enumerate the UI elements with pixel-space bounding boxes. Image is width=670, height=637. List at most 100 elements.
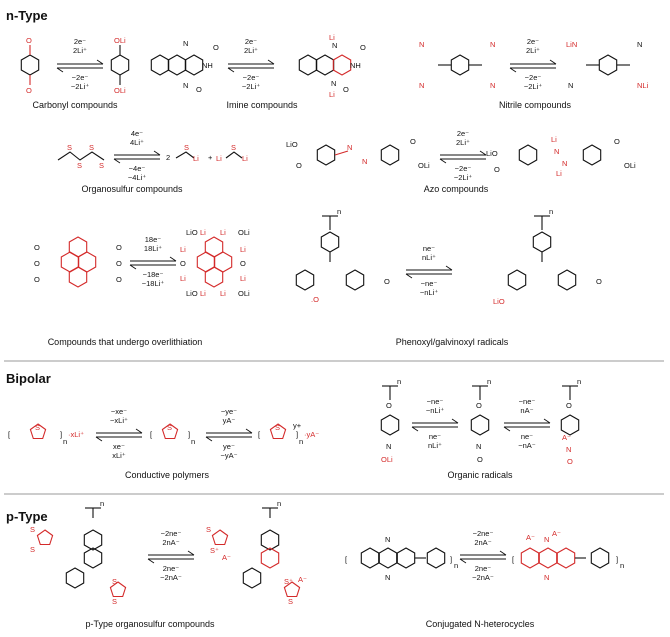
svg-text:2: 2 <box>166 153 170 162</box>
svg-text:n: n <box>63 437 67 446</box>
svg-text:Li: Li <box>551 135 557 144</box>
organosulfur-tetrasulfide: S S S S <box>57 143 105 170</box>
svg-text:−nLi⁺: −nLi⁺ <box>426 406 444 415</box>
heterocycle-arrow: −2ne⁻ 2nA⁻ 2ne⁻ −2nA⁻ <box>459 529 507 582</box>
svg-text:S: S <box>77 161 82 170</box>
svg-text:N: N <box>386 442 391 451</box>
svg-text:O: O <box>240 259 246 268</box>
svg-text:2nA⁻: 2nA⁻ <box>474 538 491 547</box>
svg-text:Li: Li <box>193 154 199 163</box>
svg-text:O: O <box>596 277 602 286</box>
svg-text:N: N <box>554 147 559 156</box>
caption-organosulfur: Organosulfur compounds <box>81 184 183 194</box>
radical-arrow-left: −ne⁻ −nLi⁺ ne⁻ nLi⁺ <box>411 397 459 450</box>
svg-text:Li: Li <box>200 289 206 298</box>
organosulfur-products: 2 S Li + Li S Li <box>166 143 248 163</box>
caption-phenoxyl: Phenoxyl/galvinoxyl radicals <box>396 337 509 347</box>
svg-text:O: O <box>26 36 32 45</box>
svg-text:OLi: OLi <box>114 36 126 45</box>
svg-text:2Li⁺: 2Li⁺ <box>244 46 258 55</box>
svg-text:−xLi⁺: −xLi⁺ <box>110 416 128 425</box>
svg-text:O: O <box>116 243 122 252</box>
svg-text:S: S <box>184 143 189 152</box>
svg-text:S: S <box>167 423 172 432</box>
svg-text:Li: Li <box>220 228 226 237</box>
conductive-arrow-left: −xe⁻ −xLi⁺ xe⁻ xLi⁺ <box>95 407 143 460</box>
svg-text:S: S <box>112 577 117 586</box>
svg-text:LiO: LiO <box>286 140 298 149</box>
svg-text:2e⁻: 2e⁻ <box>457 129 469 138</box>
svg-text:ne⁻: ne⁻ <box>423 244 435 253</box>
svg-text:LiO: LiO <box>186 289 198 298</box>
svg-text:N: N <box>385 573 390 582</box>
svg-text:−2e⁻: −2e⁻ <box>243 73 260 82</box>
svg-text:O: O <box>494 165 500 174</box>
svg-text:2e⁻: 2e⁻ <box>527 37 539 46</box>
svg-text:−18Li⁺: −18Li⁺ <box>142 279 165 288</box>
svg-text:S: S <box>231 143 236 152</box>
azo-compound: LiO O N N O OLi <box>286 137 430 170</box>
carbonyl-reduced: OLi OLi <box>110 36 130 95</box>
svg-text:n: n <box>337 207 341 216</box>
svg-text:−nLi⁺: −nLi⁺ <box>420 288 438 297</box>
svg-text:S: S <box>99 161 104 170</box>
svg-text:xLi⁺: xLi⁺ <box>112 451 126 460</box>
svg-text:]: ] <box>296 430 298 439</box>
carbonyl-arrow: 2e⁻ 2Li⁺ −2e⁻ −2Li⁺ <box>56 37 104 91</box>
svg-text:n: n <box>397 377 401 386</box>
svg-text:Li: Li <box>220 289 226 298</box>
svg-text:A⁻: A⁻ <box>562 433 571 442</box>
conductive-polythiophene-oxidized: [ S ] y+ n ·yA⁻ <box>258 421 319 446</box>
svg-text:Li: Li <box>240 274 246 283</box>
phenoxyl-galvinoxyl-polymer: n .O O <box>295 207 390 304</box>
svg-text:−4Li⁺: −4Li⁺ <box>128 173 146 182</box>
svg-text:4Li⁺: 4Li⁺ <box>130 138 144 147</box>
svg-text:2e⁻: 2e⁻ <box>74 37 86 46</box>
svg-text:18e⁻: 18e⁻ <box>145 235 162 244</box>
svg-text:+: + <box>208 153 213 162</box>
svg-text:Li: Li <box>180 274 186 283</box>
svg-text:NH: NH <box>350 61 361 70</box>
svg-text:O: O <box>360 43 366 52</box>
svg-text:n: n <box>277 499 281 508</box>
svg-text:N: N <box>490 40 495 49</box>
svg-text:ye⁻: ye⁻ <box>223 442 235 451</box>
svg-text:N: N <box>568 81 573 90</box>
svg-text:2ne⁻: 2ne⁻ <box>475 564 492 573</box>
imine-arrow: 2e⁻ 2Li⁺ −2e⁻ −2Li⁺ <box>227 37 275 91</box>
svg-text:−2Li⁺: −2Li⁺ <box>71 82 89 91</box>
svg-text:S: S <box>67 143 72 152</box>
svg-text:OLi: OLi <box>238 228 250 237</box>
svg-text:−2e⁻: −2e⁻ <box>455 164 472 173</box>
svg-text:4e⁻: 4e⁻ <box>131 129 143 138</box>
svg-text:[: [ <box>258 430 261 439</box>
overlithiation-product: LiO Li O Li LiO Li Li Li Li OLi Li O Li … <box>180 228 250 298</box>
svg-text:N: N <box>347 143 352 152</box>
svg-text:Li: Li <box>200 228 206 237</box>
svg-text:[: [ <box>512 555 515 564</box>
svg-text:2Li⁺: 2Li⁺ <box>73 46 87 55</box>
svg-text:O: O <box>34 243 40 252</box>
svg-text:N: N <box>419 40 424 49</box>
svg-text:N: N <box>362 157 367 166</box>
svg-text:N: N <box>476 442 481 451</box>
svg-text:n: n <box>100 499 104 508</box>
svg-text:LiO: LiO <box>486 149 498 158</box>
svg-text:yA⁻: yA⁻ <box>223 416 236 425</box>
svg-text:]: ] <box>450 555 452 564</box>
svg-text:O: O <box>213 43 219 52</box>
svg-text:n: n <box>191 437 195 446</box>
overlithiation-ntcda: O O O O O O <box>34 236 122 288</box>
svg-text:Li: Li <box>329 90 335 99</box>
svg-text:n: n <box>454 561 458 570</box>
svg-text:S: S <box>35 423 40 432</box>
svg-text:O: O <box>34 259 40 268</box>
svg-text:O: O <box>296 161 302 170</box>
svg-text:−2Li⁺: −2Li⁺ <box>242 82 260 91</box>
svg-text:O: O <box>196 85 202 94</box>
svg-text:−ne⁻: −ne⁻ <box>427 397 444 406</box>
svg-text:NLi: NLi <box>637 81 649 90</box>
svg-text:O: O <box>566 401 572 410</box>
svg-text:A⁻: A⁻ <box>298 575 307 584</box>
